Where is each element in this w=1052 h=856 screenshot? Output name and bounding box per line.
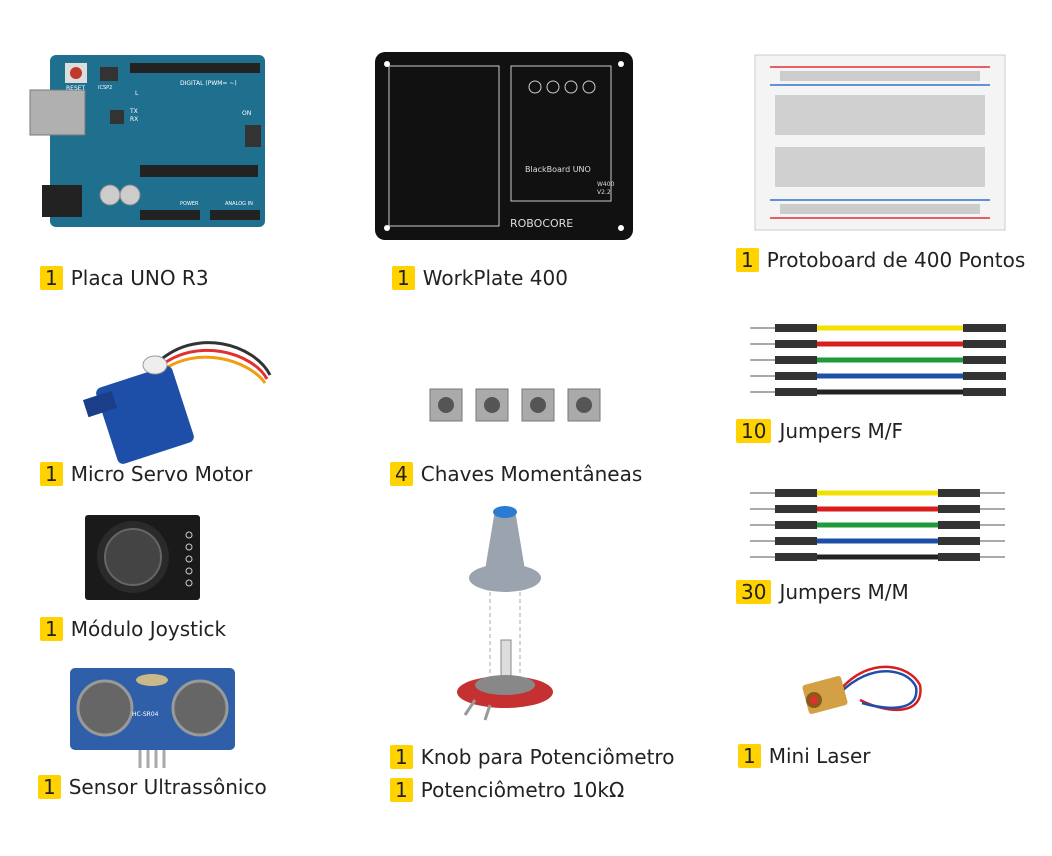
item-name: Placa UNO R3 [70, 266, 209, 290]
item-label-workplate: 1 WorkPlate 400 [392, 266, 568, 290]
item-name: Potenciômetro 10kΩ [420, 778, 625, 802]
item-label-knob: 1 Knob para Potenciômetro [390, 745, 674, 769]
digital-label: DIGITAL (PWM= ~) [180, 80, 237, 87]
item-name: Módulo Joystick [70, 617, 227, 641]
item-name: WorkPlate 400 [422, 266, 568, 290]
arduino-uno-image: RESET ICSP2 DIGITAL (PWM= ~) L TX RX ON … [29, 55, 270, 230]
potentiometer-icon [457, 506, 553, 721]
quantity-badge: 1 [390, 745, 413, 769]
protoboard-image [754, 54, 1006, 231]
potentiometer-image [455, 500, 555, 725]
item-label-mini-laser: 1 Mini Laser [738, 744, 870, 768]
power-label: POWER [180, 201, 199, 207]
item-name: Jumpers M/F [779, 419, 904, 443]
item-name: Chaves Momentâneas [420, 462, 643, 486]
jumpers-mm-icon [750, 489, 1005, 561]
workplate-brand-label: BlackBoard UNO [525, 165, 591, 174]
push-buttons-image [428, 385, 608, 425]
analog-label: ANALOG IN [225, 201, 253, 207]
mini-laser-image [800, 655, 930, 730]
item-name: Jumpers M/M [779, 580, 909, 604]
item-label-jumpers-mf: 10 Jumpers M/F [736, 419, 903, 443]
item-label-uno: 1 Placa UNO R3 [40, 266, 209, 290]
jumpers-mf-icon [750, 324, 1006, 396]
push-button-icon [429, 388, 601, 422]
quantity-badge: 1 [40, 266, 63, 290]
ultrasonic-sensor-image: HC-SR04 [70, 668, 235, 768]
quantity-badge: 4 [390, 462, 413, 486]
servo-icon [82, 341, 272, 464]
jumpers-mm-image [750, 485, 1010, 570]
item-label-servo: 1 Micro Servo Motor [40, 462, 252, 486]
item-label-protoboard: 1 Protoboard de 400 Pontos [736, 248, 1025, 272]
item-label-ultrasonic: 1 Sensor Ultrassônico [38, 775, 267, 799]
joystick-icon [85, 515, 200, 600]
workplate-logo-label: ROBOCORE [510, 217, 573, 230]
quantity-badge: 1 [736, 248, 759, 272]
workplate-icon: BlackBoard UNO W400 V2.2 ROBOCORE [375, 52, 633, 240]
workplate-model-label: W400 [597, 181, 615, 188]
on-label: ON [242, 110, 251, 117]
jumpers-mf-image [750, 320, 1010, 405]
quantity-badge: 1 [40, 462, 63, 486]
quantity-badge: 1 [38, 775, 61, 799]
item-label-jumpers-mm: 30 Jumpers M/M [736, 580, 909, 604]
item-name: Protoboard de 400 Pontos [766, 248, 1026, 272]
mini-laser-icon [802, 665, 922, 714]
workplate-image: BlackBoard UNO W400 V2.2 ROBOCORE [375, 52, 633, 240]
item-name: Mini Laser [768, 744, 871, 768]
reset-label: RESET [66, 85, 86, 92]
workplate-version-label: V2.2 [597, 189, 611, 196]
ultrasonic-sensor-icon: HC-SR04 [70, 668, 235, 768]
sensor-model-label: HC-SR04 [132, 711, 159, 718]
rx-label: RX [130, 116, 138, 123]
quantity-badge: 10 [736, 419, 772, 443]
item-name: Knob para Potenciômetro [420, 745, 675, 769]
protoboard-icon [754, 54, 1006, 231]
icsp-label: ICSP2 [98, 85, 112, 91]
l-label: L [135, 90, 139, 97]
arduino-uno-icon: RESET ICSP2 DIGITAL (PWM= ~) L TX RX ON … [29, 55, 265, 227]
item-label-joystick: 1 Módulo Joystick [40, 617, 226, 641]
item-name: Sensor Ultrassônico [68, 775, 267, 799]
quantity-badge: 30 [736, 580, 772, 604]
quantity-badge: 1 [390, 778, 413, 802]
quantity-badge: 1 [40, 617, 63, 641]
quantity-badge: 1 [392, 266, 415, 290]
quantity-badge: 1 [738, 744, 761, 768]
item-label-potentiometer: 1 Potenciômetro 10kΩ [390, 778, 624, 802]
item-name: Micro Servo Motor [70, 462, 253, 486]
joystick-image [85, 515, 200, 600]
servo-image [82, 335, 275, 464]
item-label-switches: 4 Chaves Momentâneas [390, 462, 642, 486]
tx-label: TX [129, 108, 138, 115]
